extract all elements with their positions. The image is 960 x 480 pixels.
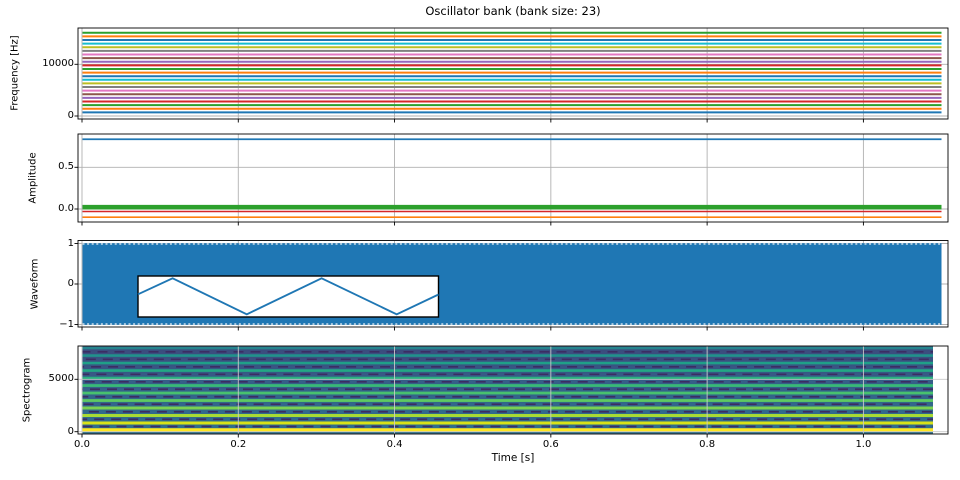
x-tick-label: 0.6 — [542, 439, 559, 450]
plot-data — [82, 138, 942, 218]
y-tick-label: −1 — [59, 318, 74, 330]
plot-data — [82, 243, 942, 325]
y-axis-label-amplitude: Amplitude — [27, 152, 39, 204]
y-tick-label: 0.5 — [58, 161, 74, 173]
waveform-panel — [74, 240, 949, 331]
spectrogram-panel — [74, 345, 949, 438]
x-axis-label: Time [s] — [491, 452, 535, 464]
x-tick-label: 0.0 — [74, 439, 90, 450]
y-tick-label: 5000 — [48, 373, 74, 385]
plot-data — [82, 31, 942, 114]
y-axis-label-frequency: Frequency [Hz] — [9, 35, 21, 111]
grid-over — [78, 346, 948, 434]
y-axis-label-spectrogram: Spectrogram — [21, 357, 33, 423]
figure-title: Oscillator bank (bank size: 23) — [425, 4, 601, 18]
oscillator-bank-panel — [74, 27, 949, 123]
y-tick-label: 1 — [67, 237, 74, 249]
y-tick-label: 0 — [67, 425, 74, 437]
plot-data — [82, 346, 933, 434]
x-tick-label: 0.8 — [699, 439, 716, 450]
y-tick-label: 0.0 — [58, 203, 74, 214]
y-tick-label: 10000 — [42, 58, 74, 70]
x-tick-label: 0.4 — [386, 439, 403, 450]
x-tick-label: 0.2 — [230, 439, 247, 450]
amplitude-panel — [74, 133, 949, 226]
y-tick-label: 0 — [67, 110, 74, 121]
x-tick-label: 1.0 — [855, 439, 872, 450]
y-tick-label: 0 — [67, 278, 74, 289]
waveform-inset — [137, 275, 440, 318]
